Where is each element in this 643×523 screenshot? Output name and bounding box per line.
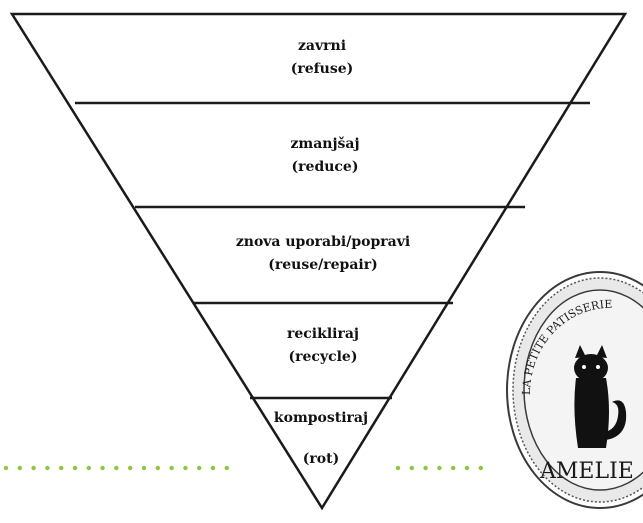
- green-dot: [59, 465, 64, 471]
- cat-eye: [596, 365, 600, 369]
- green-dot: [183, 465, 188, 471]
- green-dot: [45, 465, 50, 471]
- green-dot: [17, 465, 22, 471]
- tier-sublabel: (refuse): [291, 61, 354, 77]
- green-dot: [210, 465, 216, 471]
- tier-label: znova uporabi/popravi: [236, 234, 410, 250]
- dotted-line-left: [3, 465, 229, 471]
- tier-label: recikliraj: [287, 326, 359, 342]
- cat-eye: [582, 365, 586, 369]
- dotted-line-right: [395, 465, 483, 471]
- logo-name: AMELIE: [539, 459, 634, 484]
- green-dot: [3, 465, 9, 471]
- green-dot: [72, 465, 78, 471]
- green-dot: [224, 465, 229, 471]
- tier-label: kompostiraj: [274, 410, 368, 426]
- tier-reuse-repair: znova uporabi/popravi (reuse/repair): [236, 234, 410, 273]
- green-dot: [155, 465, 160, 471]
- green-dot: [451, 465, 456, 471]
- tier-sublabel: (reuse/repair): [268, 257, 377, 273]
- patisserie-logo: LA PETITE PATISSERIE AMELIE: [506, 271, 643, 509]
- green-dot: [197, 465, 202, 471]
- tier-sublabel: (rot): [303, 451, 339, 467]
- tier-refuse: zavrni (refuse): [291, 38, 354, 77]
- green-dot: [478, 465, 483, 471]
- green-dot: [100, 465, 105, 471]
- green-dot: [141, 465, 147, 471]
- pyramid-outline: [9, 12, 628, 511]
- green-dot: [86, 465, 92, 471]
- green-dot: [395, 465, 401, 471]
- tier-label: zavrni: [298, 38, 346, 54]
- cat-icon: [574, 345, 627, 448]
- green-dot: [464, 465, 470, 471]
- green-dot: [437, 465, 442, 471]
- tier-recycle: recikliraj (recycle): [287, 326, 359, 365]
- tier-rot: kompostiraj (rot): [274, 410, 368, 467]
- tier-reduce: zmanjšaj (reduce): [290, 136, 359, 175]
- tier-label: zmanjšaj: [290, 136, 359, 152]
- green-dot: [169, 465, 174, 471]
- green-dot: [31, 465, 36, 471]
- tier-sublabel: (recycle): [289, 349, 358, 365]
- tier-sublabel: (reduce): [292, 159, 359, 175]
- green-dot: [128, 465, 133, 471]
- green-dot: [114, 465, 119, 471]
- green-dot: [409, 465, 414, 471]
- green-dot: [423, 465, 428, 471]
